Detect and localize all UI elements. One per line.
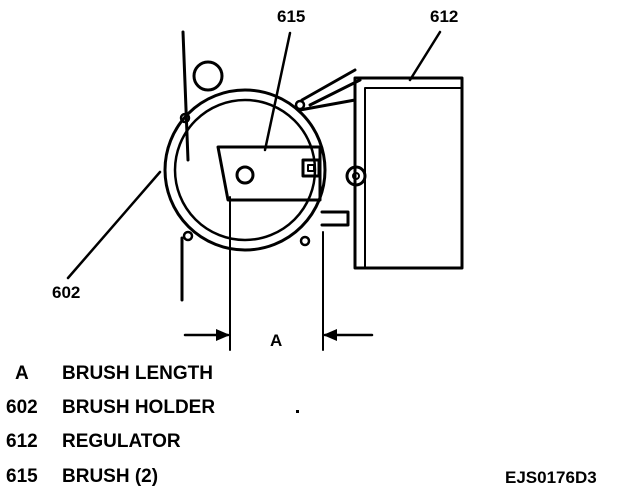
bracket-lines: [298, 68, 362, 112]
callout-612: 612: [430, 7, 459, 26]
brush-holder-inner-ring: [173, 98, 317, 242]
brush-body: [216, 145, 322, 202]
stray-dot: [296, 410, 299, 413]
legend-key: A: [15, 363, 29, 384]
top-pulley-circle: [192, 60, 224, 92]
dimension-arrowhead-left: [216, 329, 230, 341]
leader-line-615: [263, 31, 292, 152]
brush-terminal: [301, 158, 321, 178]
legend-text: BRUSH LENGTH: [62, 363, 213, 384]
lower-terminal-tab: [320, 210, 350, 227]
regulator-screw: [345, 165, 367, 187]
figure-id: EJS0176D3: [505, 468, 597, 487]
ring-fastener-dot: [294, 99, 306, 111]
callout-615: 615: [277, 7, 306, 26]
legend-key: 615: [6, 466, 38, 487]
legend-text: BRUSH (2): [62, 466, 159, 487]
frame-line-left: [180, 30, 190, 302]
ring-fastener-dot: [299, 235, 311, 247]
brush-hole: [235, 165, 255, 185]
brush-holder-diagram: [66, 30, 464, 351]
regulator-inner-edge: [364, 87, 463, 269]
dimension-arrowhead-right: [323, 329, 337, 341]
legend-key: 612: [6, 431, 38, 452]
callout-602: 602: [52, 283, 81, 302]
legend-text: REGULATOR: [62, 431, 181, 452]
legend-key: 602: [6, 397, 38, 418]
brush-terminal-inner: [307, 164, 315, 172]
brush-holder-outer-ring: [163, 88, 327, 252]
ring-fastener-dot: [182, 230, 194, 242]
regulator-screw-center: [352, 172, 360, 180]
leader-line-602: [66, 170, 162, 280]
ring-fastener-dot: [179, 112, 191, 124]
legend-text: BRUSH HOLDER: [62, 397, 216, 418]
dimension-label-a: A: [270, 331, 283, 350]
regulator-housing: [353, 76, 464, 270]
leader-line-612: [408, 30, 442, 82]
